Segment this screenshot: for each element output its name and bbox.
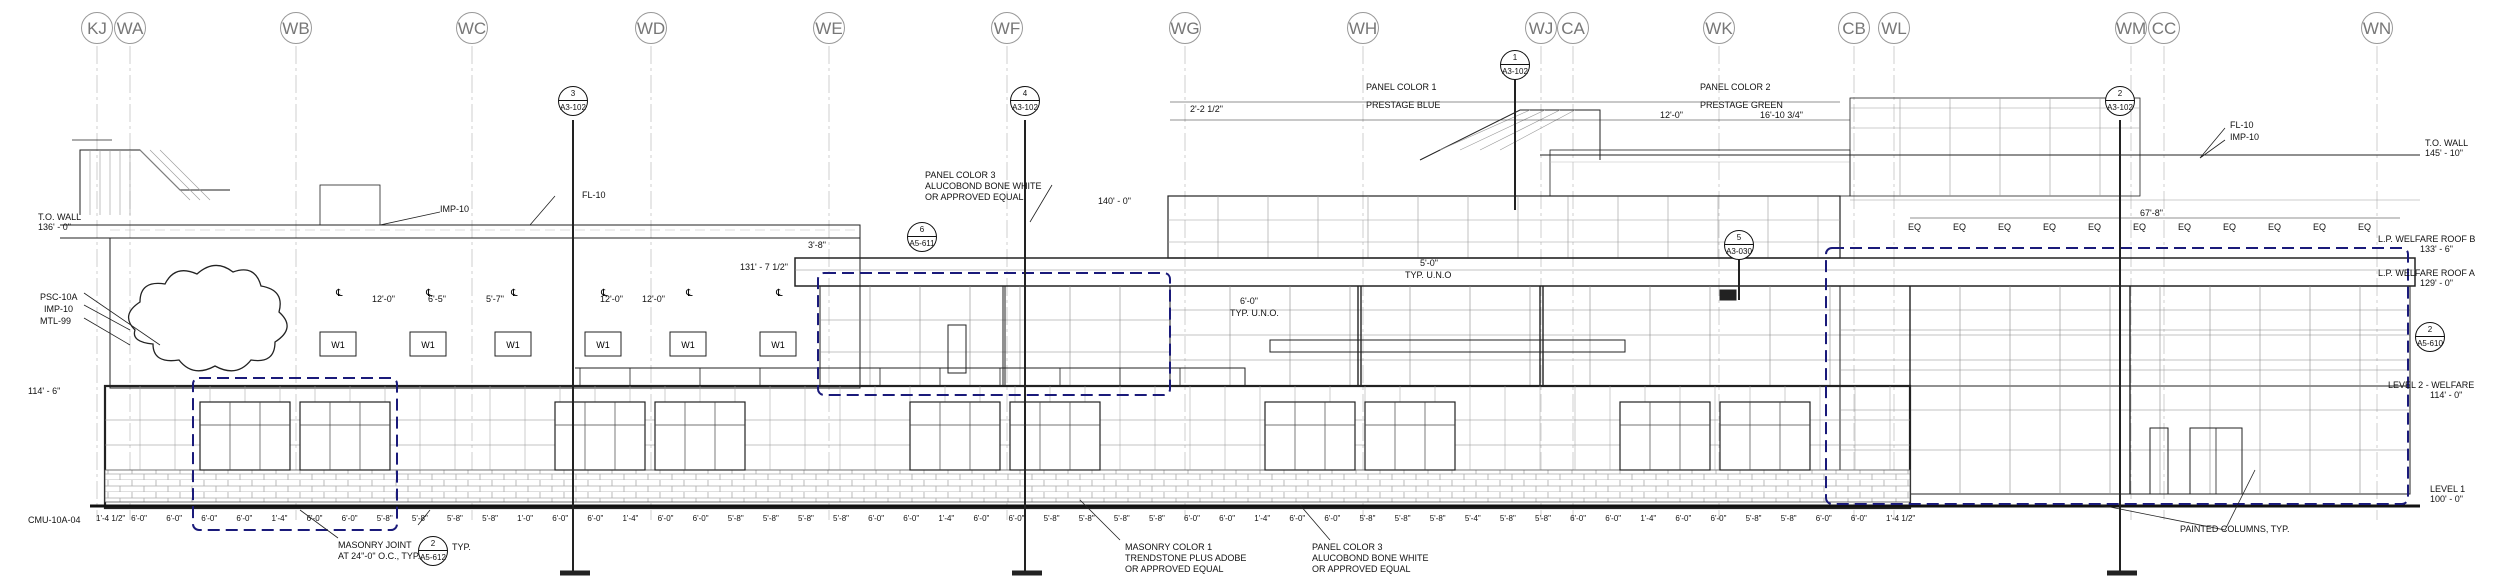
leader-lines (83, 101, 2400, 541)
window-tag-w1: W1 (409, 331, 447, 357)
storefront-window (1719, 401, 1811, 471)
window-tag-w1: W1 (669, 331, 707, 357)
window-tag-w1: W1 (759, 331, 797, 357)
svg-text:W1: W1 (506, 340, 520, 350)
storefront-window (1264, 401, 1356, 471)
centerline-symbol: ℄ (425, 288, 433, 299)
window-tag-w1: W1 (319, 331, 357, 357)
storefront-window (1009, 401, 1101, 471)
storefront-window (1619, 401, 1711, 471)
building-left-lower (103, 384, 1912, 510)
svg-text:W1: W1 (421, 340, 435, 350)
building-center-front (575, 257, 2416, 387)
storefront-window (909, 401, 1001, 471)
building-center-upper (1167, 97, 2420, 259)
centerline-symbol: ℄ (775, 288, 783, 299)
window-tag-w1: W1 (584, 331, 622, 357)
centerline-symbol: ℄ (600, 288, 608, 299)
centerline-symbol: ℄ (685, 288, 693, 299)
storefront-window (554, 401, 646, 471)
detail-boundaries (192, 247, 2409, 531)
window-tag-w1: W1 (494, 331, 532, 357)
lower-windows (199, 401, 1811, 471)
storefront-window (1364, 401, 1456, 471)
building-left-upper (60, 139, 861, 389)
storefront-window (299, 401, 391, 471)
storefront-window (654, 401, 746, 471)
revision-cloud (128, 264, 288, 372)
svg-text:W1: W1 (596, 340, 610, 350)
grid-lines (96, 46, 2378, 520)
centerline-symbol: ℄ (510, 288, 518, 299)
svg-text:W1: W1 (681, 340, 695, 350)
section-cut-lines (560, 70, 2137, 576)
svg-text:W1: W1 (771, 340, 785, 350)
upper-windows: W1 ℄ W1 ℄ W1 ℄ W1 ℄ W1 ℄ W1 ℄ (319, 288, 797, 357)
centerline-symbol: ℄ (335, 288, 343, 299)
storefront-window (199, 401, 291, 471)
svg-text:W1: W1 (331, 340, 345, 350)
building-right-welfare (1839, 285, 2411, 495)
